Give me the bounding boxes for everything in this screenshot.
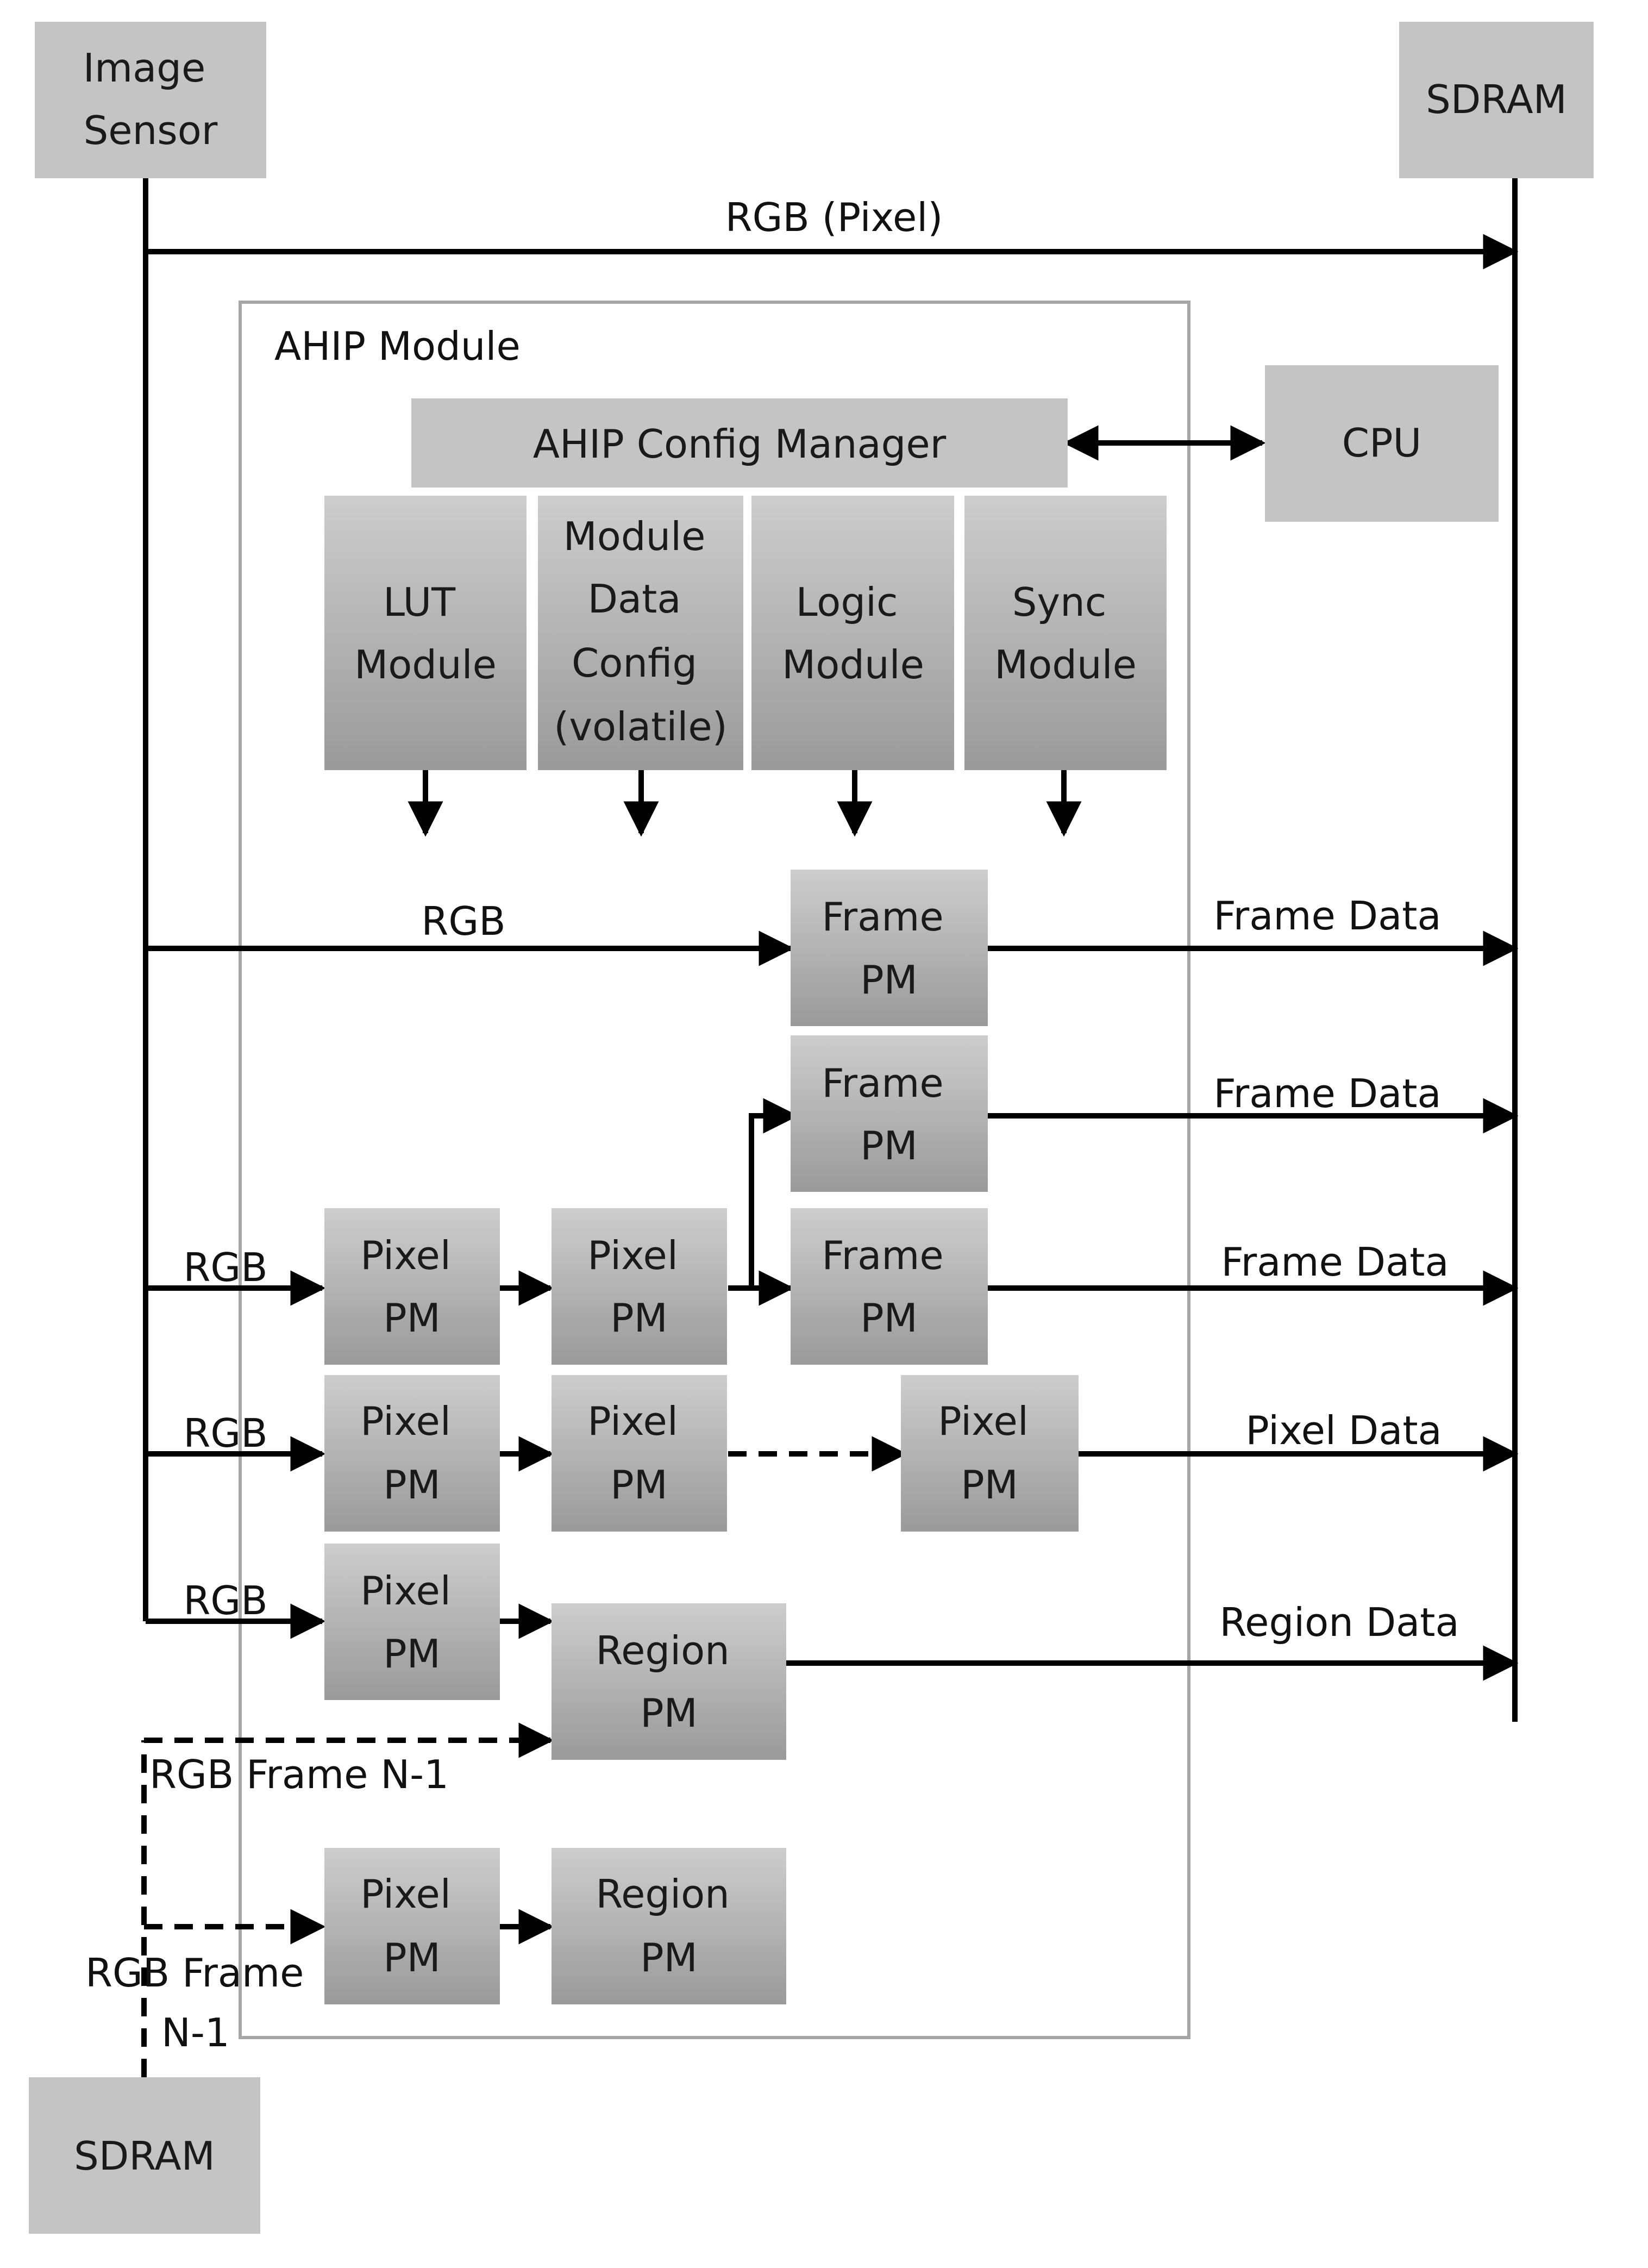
module-data-config-box: Module Data Config (volatile) [538,496,743,770]
connections [141,178,1519,2077]
sdram-top-label: SDRAM [1426,77,1567,122]
svg-text:Region PM: Region PM [596,1871,742,1980]
svg-text:Sync Module: Sync Module [994,579,1137,688]
module-data-config-line-3: Config [572,640,697,686]
rgb-frame-row-label: RGB [421,898,505,944]
pixel-pm-r1-a-line-2: PM [383,1295,441,1341]
pixel-pm-r4-a-line-1: Pixel [360,1871,451,1917]
rgb-frame-n1-label-a: RGB Frame N-1 [149,1752,449,1797]
region-pm-2-box: Region PM [552,1848,786,2004]
region-pm-1-line-1: Region [596,1628,729,1673]
frame-pm-3-line-1: Frame [822,1233,943,1278]
rgb-frame-n1-label-b-line2: N-1 [161,2010,230,2055]
svg-text:Region PM: Region PM [596,1628,742,1736]
lut-module-line-1: LUT [383,579,456,625]
svg-text:Module Data Co: Module Data Config (volatile) [554,514,728,749]
frame-pm-1-box: Frame PM [791,870,988,1026]
sdram-bottom-label: SDRAM [74,2133,215,2179]
svg-text:Pixel PM: Pixel PM [587,1398,690,1508]
image-sensor-line-1: Image [83,45,206,91]
pixel-pm-r1-b-line-1: Pixel [587,1233,678,1278]
svg-text:Image Sensor: Image Sensor [83,45,218,153]
frame-pm-1-line-2: PM [860,957,918,1003]
rgb-frame-n1-label-b-line1: RGB Frame [85,1950,304,1996]
logic-module-line-1: Logic [795,579,898,625]
ahip-module-label: AHIP Module [274,323,521,369]
pixel-pm-r2-c-box: Pixel PM [901,1375,1079,1532]
cpu-label: CPU [1342,420,1421,466]
cpu-box: CPU [1265,365,1499,522]
module-data-config-line-4: (volatile) [554,704,728,749]
sync-module-line-1: Sync [1012,579,1107,625]
svg-text:Pixel PM: Pixel PM [360,1568,463,1677]
pixel-pm-r4-a-line-2: PM [383,1935,441,1980]
frame-pm-2-line-2: PM [860,1123,918,1169]
rgb-row3-label: RGB [183,1578,267,1623]
sync-module-box: Sync Module [964,496,1167,770]
frame-pm-2-box: Frame PM [791,1035,988,1192]
svg-text:Pixel PM: Pixel PM [360,1398,463,1508]
region-pm-2-line-2: PM [640,1935,698,1980]
image-sensor-line-2: Sensor [84,108,218,153]
pixel-pm-r3-a-line-1: Pixel [360,1568,451,1614]
rgb-pixel-label: RGB (Pixel) [725,195,943,240]
pixel-pm-r2-b-line-2: PM [610,1462,668,1508]
svg-text:Pixel PM: Pixel PM [360,1233,463,1341]
boxes: Image Sensor SDRAM CPU AHIP Config Manag… [29,22,1594,2234]
frame-data-3-label: Frame Data [1221,1239,1449,1285]
split-to-frame-pm-2-arrow [728,1098,799,1291]
pixel-pm-r2-b-box: Pixel PM [552,1375,727,1532]
frame-data-1-label: Frame Data [1213,893,1441,939]
ahip-module-container: AHIP Module [239,301,1190,2039]
ahip-config-manager-box: AHIP Config Manager [411,398,1068,488]
ahip-config-manager-label: AHIP Config Manager [533,421,947,467]
pixel-pm-r2-a-line-2: PM [383,1462,441,1508]
image-sensor-box: Image Sensor [35,22,266,178]
frame-data-2-label: Frame Data [1213,1071,1441,1116]
svg-text:Pixel PM: Pixel PM [587,1233,690,1341]
pixel-pm-r1-b-box: Pixel PM [552,1208,727,1365]
lut-module-line-2: Module [354,642,497,688]
module-data-config-line-2: Data [588,576,681,622]
pixel-pm-r1-a-box: Pixel PM [324,1208,500,1365]
pixel-pm-r3-a-line-2: PM [383,1631,441,1677]
pixel-pm-r2-c-line-2: PM [961,1462,1018,1508]
sdram-top-box: SDRAM [1399,22,1594,178]
rgb-row1-label: RGB [183,1245,267,1290]
region-pm-1-box: Region PM [552,1603,786,1760]
logic-module-box: Logic Module [751,496,954,770]
region-pm-1-line-2: PM [640,1690,698,1736]
svg-text:Pixel PM: Pixel PM [938,1398,1041,1508]
svg-text:LUT Module: LUT Module [354,579,497,688]
edge-labels: RGB (Pixel) RGB Frame Data Frame Data Fr… [85,195,1459,2055]
pixel-pm-r4-a-box: Pixel PM [324,1848,500,2004]
pixel-pm-r1-b-line-2: PM [610,1295,668,1341]
svg-text:Frame PM: Frame PM [822,894,956,1003]
pixel-data-label: Pixel Data [1245,1408,1442,1453]
pixel-pm-r2-a-box: Pixel PM [324,1375,500,1532]
svg-text:Frame PM: Frame PM [822,1233,956,1341]
rgb-row2-label: RGB [183,1410,267,1456]
svg-text:Logic Module: Logic Module [782,579,924,688]
frame-pm-2-line-1: Frame [822,1060,943,1106]
svg-text:Frame PM: Frame PM [822,1060,956,1169]
pixel-pm-r2-b-line-1: Pixel [587,1398,678,1444]
svg-text:Pixel PM: Pixel PM [360,1871,463,1980]
lut-module-box: LUT Module [324,496,527,770]
module-data-config-line-1: Module [563,514,706,559]
frame-pm-3-box: Frame PM [791,1208,988,1365]
sync-module-line-2: Module [994,642,1137,688]
pixel-pm-r3-a-box: Pixel PM [324,1544,500,1700]
frame-pm-3-line-2: PM [860,1295,918,1341]
pixel-pm-r2-c-line-1: Pixel [938,1398,1029,1444]
region-pm-2-line-1: Region [596,1871,729,1917]
pixel-pm-r1-a-line-1: Pixel [360,1233,451,1278]
frame-pm-1-line-1: Frame [822,894,943,940]
pixel-pm-r2-a-line-1: Pixel [360,1398,451,1444]
logic-module-line-2: Module [782,642,924,688]
sdram-bottom-box: SDRAM [29,2077,260,2234]
region-data-label: Region Data [1219,1600,1459,1645]
